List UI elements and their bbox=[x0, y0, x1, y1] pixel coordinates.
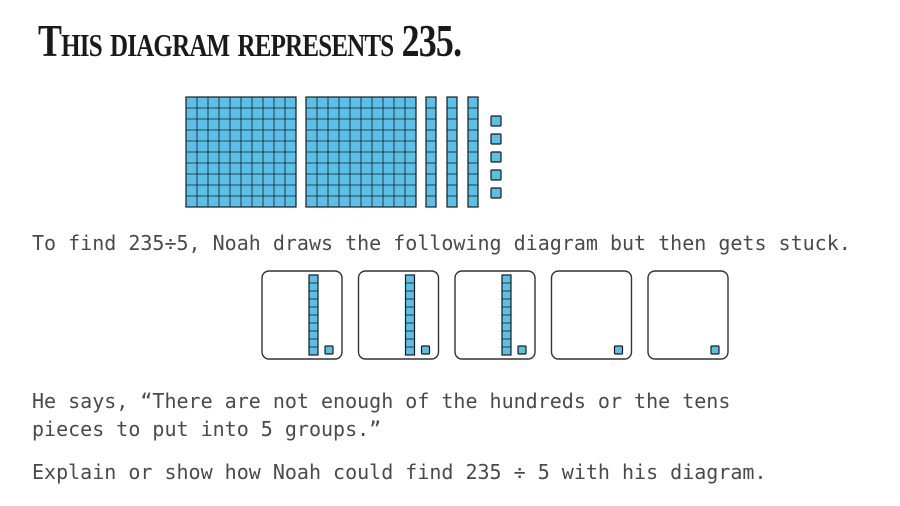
tens-rod bbox=[425, 96, 437, 208]
ones-cube bbox=[710, 345, 720, 355]
hundreds-block bbox=[185, 96, 297, 208]
tens-rod bbox=[467, 96, 479, 208]
group-box bbox=[357, 270, 440, 360]
slide-title: This diagram represents 235. bbox=[38, 15, 462, 66]
problem-text: To find 235÷5, Noah draws the following … bbox=[32, 231, 851, 255]
ones-cube bbox=[324, 345, 334, 355]
tens-rod bbox=[446, 96, 458, 208]
tens-rod bbox=[404, 274, 416, 356]
groups-diagram bbox=[261, 270, 729, 360]
tens-rod bbox=[501, 274, 512, 356]
ones-cube bbox=[613, 345, 624, 355]
quote-line-2: pieces to put into 5 groups.” bbox=[32, 417, 382, 441]
question-text: Explain or show how Noah could find 235 … bbox=[32, 460, 767, 484]
ones-cube bbox=[490, 169, 502, 181]
hundreds-block bbox=[305, 96, 417, 208]
tens-rod bbox=[308, 274, 319, 356]
ones-cube bbox=[517, 345, 527, 355]
group-box bbox=[550, 270, 633, 360]
group-box bbox=[454, 270, 536, 360]
base-ten-blocks-diagram bbox=[185, 96, 502, 208]
ones-cube bbox=[490, 151, 502, 163]
group-box bbox=[647, 270, 729, 360]
quote-line-1: He says, “There are not enough of the hu… bbox=[32, 389, 731, 413]
ones-cube bbox=[490, 187, 502, 199]
ones-cube bbox=[490, 115, 502, 127]
group-box bbox=[261, 270, 343, 360]
ones-cube bbox=[420, 345, 431, 355]
ones-cube bbox=[490, 133, 502, 145]
